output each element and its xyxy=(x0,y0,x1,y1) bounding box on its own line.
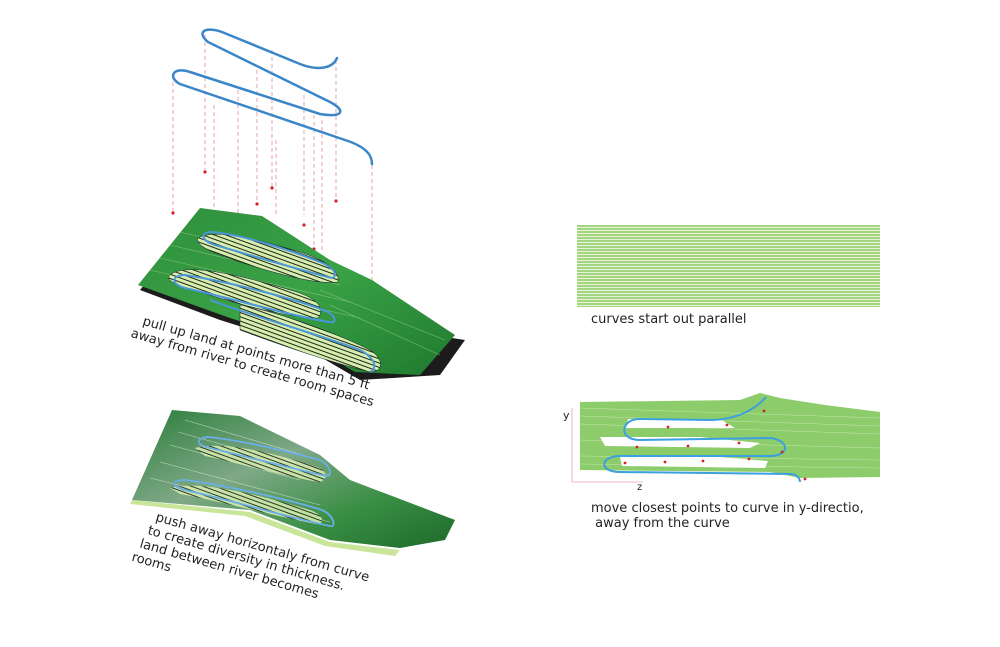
river-curve-terrain-2 xyxy=(173,436,335,528)
y-axis-label: y xyxy=(563,409,570,422)
river-curve-top xyxy=(171,28,374,166)
caption-move-points-line-2: away from the curve xyxy=(591,516,730,531)
terrain-model-pull-up xyxy=(138,208,465,380)
caption-move-points: move closest points to curve in y-direct… xyxy=(591,501,864,531)
z-axis-label: z xyxy=(637,482,643,493)
terrain-model-push-away xyxy=(130,410,455,556)
caption-move-points-line-1: move closest points to curve in y-direct… xyxy=(591,501,864,516)
river-curve-plan xyxy=(603,396,801,483)
caption-parallel: curves start out parallel xyxy=(591,312,747,327)
deformed-curves-panel xyxy=(571,393,881,483)
parallel-curves-panel xyxy=(577,225,880,307)
river-curve-terrain-1 xyxy=(173,230,376,373)
